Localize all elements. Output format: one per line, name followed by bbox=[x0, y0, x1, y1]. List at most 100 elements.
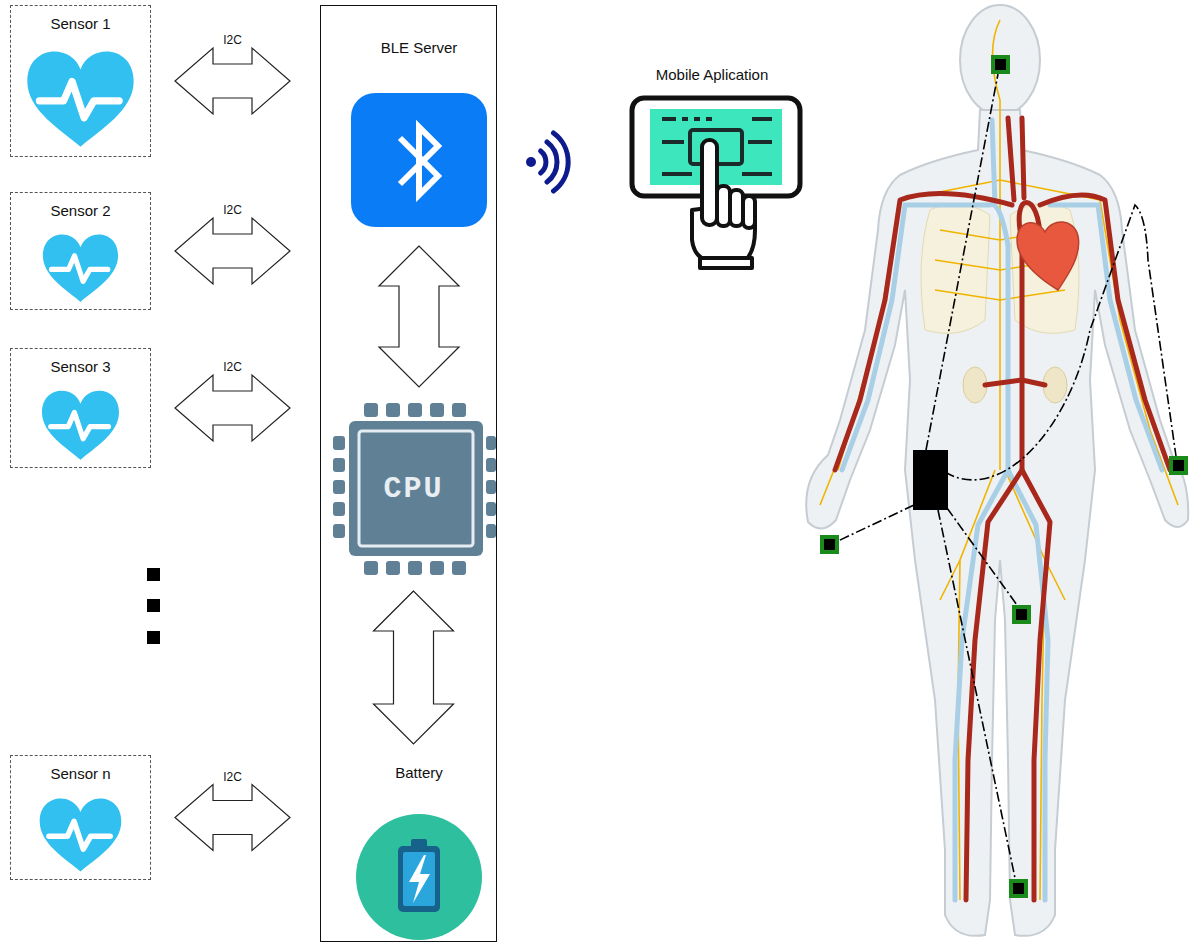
cpu-chip-icon bbox=[486, 524, 496, 538]
mobile-application-icon bbox=[662, 172, 692, 176]
sensor-label: Sensor 2 bbox=[50, 202, 110, 220]
mobile-application-icon bbox=[700, 258, 752, 268]
battery: Battery bbox=[349, 756, 489, 941]
double-arrow bbox=[379, 246, 459, 387]
cpu-chip-icon bbox=[486, 436, 496, 450]
sensor-pad bbox=[824, 539, 835, 550]
wireless-signal bbox=[547, 142, 557, 182]
human-body bbox=[820, 20, 1178, 900]
text-holder: Sensor n bbox=[11, 765, 150, 783]
sensor-box-icon bbox=[27, 52, 133, 147]
sensor-pad bbox=[1009, 879, 1028, 898]
sensor-pad bbox=[1016, 609, 1027, 620]
sensor-box-icon bbox=[43, 235, 118, 302]
cpu-chip-icon bbox=[452, 561, 466, 575]
cpu-chip-icon bbox=[408, 561, 422, 575]
human-body bbox=[835, 118, 1170, 900]
battery-icon bbox=[409, 855, 430, 903]
ellipsis-dots bbox=[147, 568, 160, 644]
cpu-chip-icon bbox=[430, 561, 444, 575]
human-body bbox=[842, 120, 1008, 470]
text-holder: Sensor 2 bbox=[11, 202, 150, 220]
sensor-box: Sensor n bbox=[10, 755, 151, 880]
text-holder: BLE Server bbox=[349, 39, 489, 57]
ellipsis-dots bbox=[147, 631, 160, 644]
human-body bbox=[1000, 180, 1178, 505]
bus-label: I2C bbox=[221, 770, 244, 784]
text-holder: Sensor 3 bbox=[11, 358, 150, 376]
sensor-pad bbox=[1012, 605, 1031, 624]
sensor-box-icon bbox=[39, 82, 119, 118]
mobile-application-icon bbox=[742, 172, 772, 176]
wireless-signal bbox=[526, 157, 536, 167]
ble-label: BLE Server bbox=[381, 39, 458, 57]
battery-label: Battery bbox=[395, 764, 443, 782]
mobile-application-icon bbox=[702, 140, 717, 225]
human-body bbox=[806, 5, 1188, 936]
mobile-application-icon bbox=[694, 117, 700, 121]
cpu-chip-icon bbox=[333, 458, 345, 472]
ble-server-icon bbox=[400, 127, 438, 195]
wireless-signal bbox=[526, 133, 568, 191]
sensor-box-icon bbox=[40, 798, 122, 871]
double-arrow bbox=[175, 48, 290, 114]
mobile-application-icon bbox=[612, 90, 812, 270]
human-body bbox=[1008, 470, 1048, 900]
sensor-box: Sensor 1 bbox=[10, 5, 151, 157]
sensor-box-icon bbox=[49, 821, 110, 849]
bus-label: I2C bbox=[221, 360, 244, 374]
text-holder: CPU bbox=[331, 472, 496, 506]
double-arrow bbox=[374, 591, 454, 744]
ble-server-icon bbox=[349, 31, 489, 234]
sensor-pad bbox=[820, 55, 1188, 898]
cpu-chip-icon bbox=[452, 403, 466, 417]
human-body bbox=[938, 510, 1015, 878]
cpu-chip-icon bbox=[359, 431, 473, 546]
bus-label: I2C bbox=[221, 33, 244, 47]
battery-icon bbox=[403, 852, 435, 906]
cpu-chip-icon bbox=[486, 480, 496, 494]
sensor-box-icon bbox=[11, 225, 150, 307]
sensor-label: Sensor 3 bbox=[50, 358, 110, 376]
human-body bbox=[838, 74, 1176, 878]
sensor-box-icon bbox=[11, 788, 150, 877]
bus-label: I2C bbox=[221, 203, 244, 217]
text-holder: Sensor 1 bbox=[11, 15, 150, 33]
wireless-signal bbox=[541, 151, 546, 173]
cpu-chip-icon bbox=[386, 561, 400, 575]
app-label: Mobile Aplication bbox=[656, 66, 769, 84]
human-body bbox=[947, 508, 1017, 605]
battery-icon bbox=[349, 756, 489, 941]
human-body bbox=[921, 204, 990, 334]
text-holder: Mobile Aplication bbox=[612, 66, 812, 84]
sensor-box-icon bbox=[51, 256, 107, 282]
sensor-box: Sensor 3 bbox=[10, 348, 151, 468]
sensor-pad bbox=[991, 55, 1010, 74]
wireless-signal bbox=[554, 133, 569, 191]
human-body bbox=[926, 74, 998, 450]
cpu-chip-icon bbox=[333, 480, 345, 494]
sensor-box: Sensor 2 bbox=[10, 192, 151, 310]
double-arrow bbox=[175, 218, 290, 284]
text-holder: Battery bbox=[349, 764, 489, 782]
mobile-application-icon bbox=[748, 140, 772, 144]
human-body bbox=[838, 505, 914, 541]
cpu-chip-icon bbox=[486, 502, 496, 516]
double-arrow bbox=[175, 785, 290, 851]
cpu-chip-icon bbox=[386, 403, 400, 417]
sensor-pad bbox=[820, 535, 839, 554]
human-body bbox=[945, 205, 1176, 480]
cpu-chip: CPU bbox=[331, 399, 496, 579]
sensor-pad bbox=[995, 59, 1006, 70]
cpu-chip-icon bbox=[430, 403, 444, 417]
sensor-label: Sensor 1 bbox=[50, 15, 110, 33]
cpu-chip-icon bbox=[364, 561, 378, 575]
mobile-application-icon bbox=[662, 140, 684, 144]
human-body bbox=[835, 194, 1012, 470]
mobile-application-icon bbox=[682, 117, 688, 121]
ble-server: BLE Server bbox=[349, 31, 489, 234]
mobile-application: Mobile Aplication bbox=[612, 60, 812, 270]
